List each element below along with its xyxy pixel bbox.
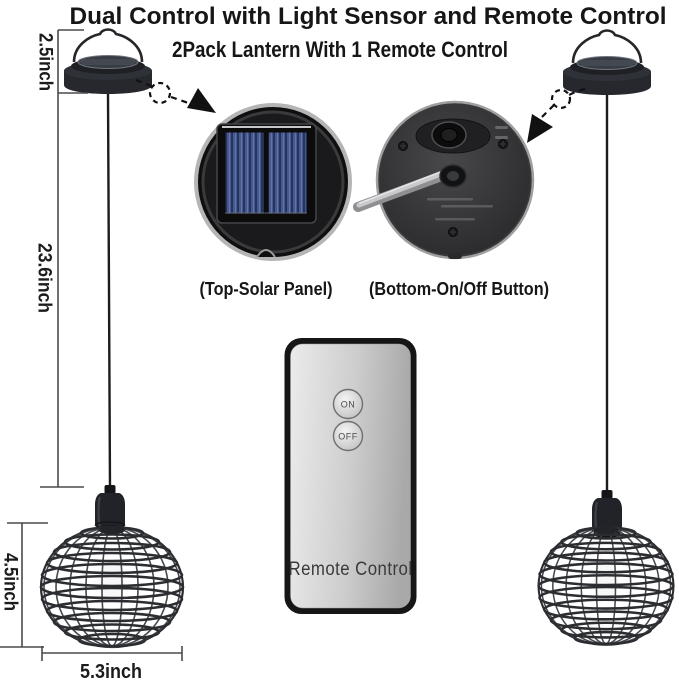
solar-panel-top-view [194,103,352,261]
left-solar-lantern-top [62,28,154,96]
remote-off-button: OFF [332,420,364,452]
left-hanging-cord [106,93,112,490]
top-view-caption: (Top-Solar Panel) [200,279,333,299]
svg-text:OFF: OFF [338,432,358,442]
right-cage-lantern [537,524,675,647]
hanging-rod [353,164,467,212]
measure-cord-length: 23.6inch [34,93,84,488]
subtitle: 2Pack Lantern With 1 Remote Control [172,37,508,62]
title: Dual Control with Light Sensor and Remot… [70,3,667,30]
dashed-arrow-left-icon [135,78,216,113]
measure-hanger-height: 2.5inch [35,29,88,94]
lamp-bottom-view [353,100,535,260]
left-lamp-socket [93,483,127,534]
screws [398,139,508,237]
left-cage-lantern [39,524,185,649]
lantern-height-label: 4.5inch [0,553,21,611]
bottom-tab [448,253,462,259]
lantern-width-label: 5.3inch [80,661,142,683]
remote-control: ON OFF Remote Control [284,338,417,614]
cord-length-label: 23.6inch [34,243,55,313]
measure-lantern-width: 5.3inch [41,646,183,683]
measure-lantern-height: 4.5inch [0,522,48,648]
hanger-height-label: 2.5inch [35,33,56,91]
onoff-marking [495,136,508,139]
engraved-marks [427,198,493,221]
onoff-marking [495,126,508,129]
bottom-view-caption: (Bottom-On/Off Button) [369,279,549,299]
remote-label: Remote Control [289,559,413,580]
onoff-button [431,121,467,149]
solar-panel [216,123,317,224]
remote-on-button: ON [332,388,364,420]
svg-text:ON: ON [341,400,356,410]
dashed-arrow-right-icon [527,87,586,143]
right-solar-lantern-top [561,29,653,97]
